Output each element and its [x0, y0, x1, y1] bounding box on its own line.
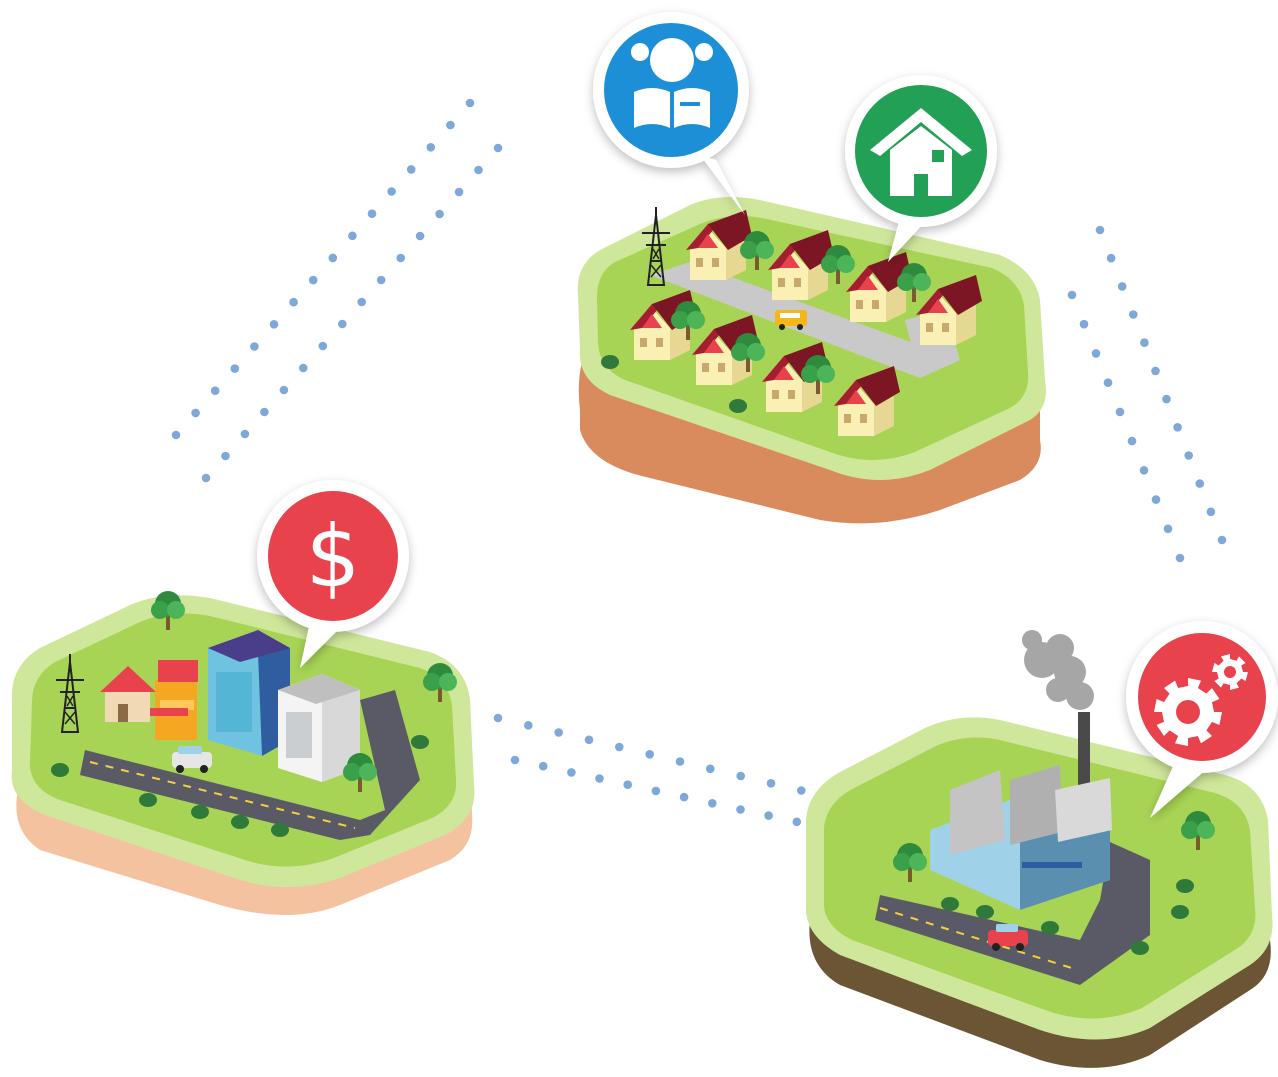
dotted-connector-finance-industry-dot [584, 735, 594, 745]
dotted-connector-residential-industry-dot [1129, 310, 1138, 319]
residential-island [577, 196, 1046, 524]
dotted-connector-residential-finance-dot [367, 209, 377, 218]
reading-child-icon [631, 38, 713, 128]
dotted-connector-residential-industry-dot [1163, 524, 1173, 534]
dotted-connector-residential-finance-dot [210, 386, 220, 396]
office-building [278, 674, 360, 782]
dotted-connector-residential-finance-dot [328, 253, 338, 263]
dotted-connector-finance-industry-dot [595, 774, 604, 783]
dotted-connector-residential-finance-dot [260, 407, 269, 417]
house-icon [870, 108, 972, 196]
dotted-connector-residential-industry-dot [1140, 338, 1149, 348]
dotted-connector-finance-industry-dot [736, 771, 745, 781]
dotted-connector-finance-industry-dot [679, 792, 689, 802]
dotted-connector-residential-finance-dot [376, 275, 386, 285]
dotted-connector-residential-finance-dot [493, 143, 503, 153]
dotted-connectors [171, 98, 1227, 833]
dotted-connector-residential-industry-dot [1127, 436, 1137, 446]
dotted-connector-finance-industry-dot [623, 780, 632, 789]
dotted-connector-residential-industry-dot [1106, 253, 1116, 263]
dotted-connector-finance-industry-dot [792, 817, 802, 827]
dotted-connector-residential-industry-dot [1079, 319, 1089, 329]
dotted-connector-residential-finance-dot [396, 253, 406, 263]
dotted-connector-residential-finance-dot [474, 165, 483, 175]
dotted-connector-residential-finance-dot [191, 408, 200, 418]
dotted-connector-residential-industry-dot [1139, 466, 1149, 475]
dotted-connector-finance-industry-dot [510, 755, 520, 765]
dotted-connector-finance-industry-dot [708, 799, 717, 808]
dotted-connector-residential-industry-dot [1206, 507, 1216, 517]
school-bus [775, 310, 807, 330]
dotted-connector-residential-finance-dot [269, 320, 279, 329]
dotted-connector-finance-industry-dot [706, 764, 715, 774]
dollar-icon: $ [306, 507, 361, 607]
dotted-connector-residential-finance-dot [230, 364, 240, 373]
finance-badge: $ [257, 480, 409, 668]
finance-island [11, 591, 475, 915]
dotted-connector-residential-finance-dot [446, 120, 455, 130]
dotted-connector-residential-industry-dot [1151, 366, 1160, 376]
dotted-connector-residential-industry-dot [1173, 423, 1182, 432]
dotted-connector-finance-industry-dot [524, 721, 533, 730]
dotted-connector-residential-finance-dot [289, 297, 298, 307]
dotted-connector-residential-industry-dot [1103, 378, 1113, 388]
dotted-connector-finance-industry-dot [675, 757, 685, 766]
dotted-connector-finance-industry-dot [645, 750, 654, 759]
small-house [100, 666, 156, 722]
dotted-connector-finance-industry-dot [766, 779, 776, 788]
dotted-connector-residential-industry-dot [1162, 394, 1171, 404]
red-car [988, 924, 1028, 951]
housing-badge [845, 75, 997, 262]
dotted-connector-residential-finance-dot [357, 297, 367, 307]
dotted-connector-residential-industry-dot [1195, 479, 1205, 488]
dotted-connector-residential-industry-dot [1184, 451, 1193, 460]
car [172, 746, 212, 773]
dotted-connector-finance-industry-dot [567, 768, 576, 777]
dotted-connector-residential-finance-dot [415, 231, 425, 241]
dotted-connector-residential-industry-dot [1151, 495, 1161, 504]
dotted-connector-residential-finance-dot [299, 363, 308, 373]
dotted-connector-finance-industry-dot [615, 742, 624, 752]
dotted-connector-residential-industry-dot [1217, 535, 1227, 545]
dotted-connector-residential-finance-dot [348, 231, 357, 241]
dotted-connector-finance-industry-dot [764, 811, 773, 820]
dotted-connector-residential-finance-dot [240, 429, 250, 439]
dotted-connector-residential-industry-dot [1067, 290, 1077, 300]
dotted-connector-residential-industry-dot [1115, 407, 1125, 417]
dotted-connector-residential-industry-dot [1095, 225, 1105, 235]
dotted-connector-residential-finance-dot [308, 275, 318, 285]
dotted-connector-finance-industry-dot [651, 786, 661, 796]
dotted-connector-residential-finance-dot [279, 385, 289, 395]
industry-island [805, 630, 1273, 1068]
dotted-connector-finance-industry-dot [797, 786, 806, 795]
factory-building [930, 712, 1112, 910]
gears-icon [1154, 654, 1248, 746]
dotted-connector-finance-industry-dot [554, 728, 563, 737]
dotted-connector-residential-finance-dot [221, 451, 230, 461]
dotted-connector-residential-finance-dot [318, 341, 328, 351]
industry-badge [1126, 621, 1278, 818]
dotted-connector-residential-industry-dot [1117, 282, 1127, 291]
shop-building [150, 660, 198, 740]
dotted-connector-residential-finance-dot [406, 165, 416, 174]
glass-tower [208, 630, 290, 756]
dotted-connector-residential-finance-dot [426, 143, 436, 152]
dotted-connector-residential-industry-dot [1175, 553, 1185, 563]
dotted-connector-finance-industry-dot [493, 713, 503, 723]
education-badge [593, 12, 749, 215]
dotted-connector-residential-finance-dot [435, 209, 444, 219]
dotted-connector-residential-finance-dot [465, 98, 475, 108]
smoke [1022, 630, 1094, 710]
dotted-connector-residential-finance-dot [171, 430, 181, 440]
dotted-connector-finance-industry-dot [736, 805, 745, 814]
dotted-connector-residential-finance-dot [387, 187, 396, 196]
dotted-connector-residential-finance-dot [338, 319, 347, 329]
dotted-connector-residential-finance-dot [454, 187, 464, 197]
dotted-connector-finance-industry-dot [538, 761, 548, 771]
dotted-connector-residential-finance-dot [250, 342, 259, 351]
dotted-connector-residential-industry-dot [1091, 349, 1101, 358]
dotted-connector-residential-finance-dot [201, 473, 211, 483]
